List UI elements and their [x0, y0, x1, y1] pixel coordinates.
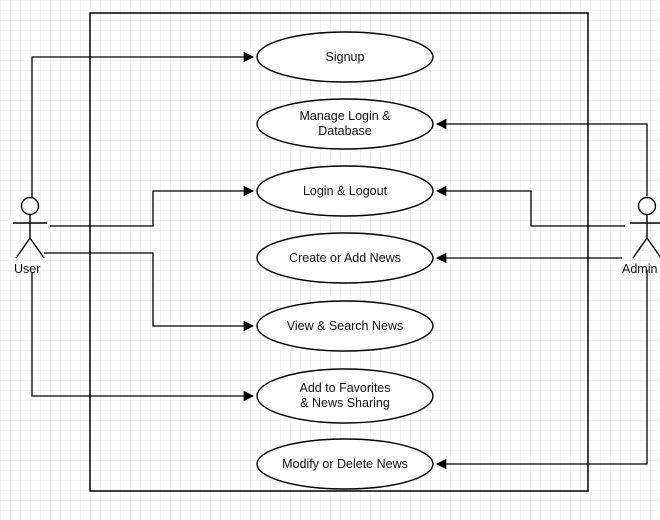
use-case-label-favorites-sharing: Add to Favorites & News Sharing	[299, 381, 391, 410]
admin-actor[interactable]	[630, 196, 660, 259]
assoc-admin-modify-delete-news	[435, 270, 648, 470]
use-case-label-login-logout: Login & Logout	[302, 183, 388, 198]
admin-actor-label: Admin	[622, 262, 658, 276]
use-case-signup[interactable]	[256, 31, 434, 83]
use-case-login-logout[interactable]	[256, 165, 434, 217]
assoc-user-favorites-sharing	[31, 272, 255, 402]
assoc-user-login-logout	[50, 185, 255, 227]
user-actor[interactable]	[13, 196, 47, 259]
assoc-user-view-search-news	[44, 252, 255, 332]
assoc-admin-login-logout	[435, 185, 625, 227]
use-case-manage-login-database[interactable]	[256, 98, 434, 150]
use-case-favorites-sharing[interactable]	[256, 368, 434, 424]
use-case-label-modify-delete-news: Modify or Delete News	[282, 456, 408, 471]
use-case-label-manage-login-database: Manage Login & Database	[299, 109, 391, 138]
use-case-view-search-news[interactable]	[256, 300, 434, 352]
use-case-label-view-search-news: View & Search News	[286, 318, 404, 333]
use-case-label-create-add-news: Create or Add News	[289, 250, 401, 265]
assoc-admin-manage-login-database	[435, 118, 648, 196]
assoc-user-signup	[31, 51, 255, 198]
use-case-label-signup: Signup	[325, 49, 365, 64]
user-actor-label: User	[14, 262, 41, 276]
use-case-modify-delete-news[interactable]	[256, 438, 434, 490]
use-case-create-add-news[interactable]	[256, 232, 434, 284]
system-boundary	[89, 12, 589, 492]
